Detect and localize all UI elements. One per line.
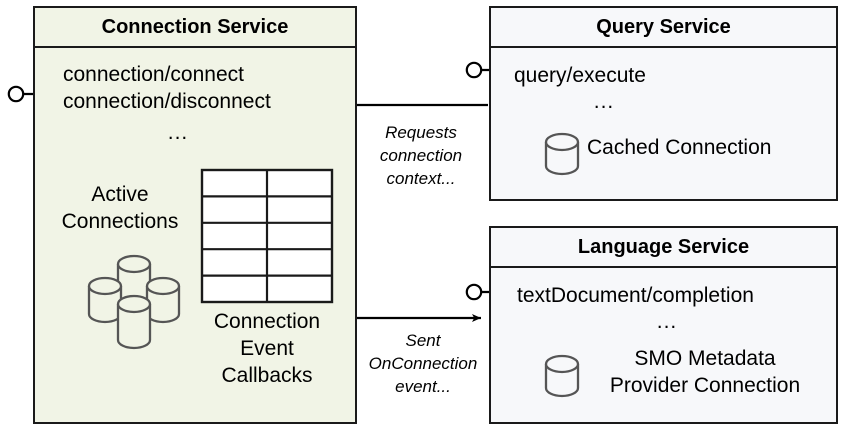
flow-label-bottom-line2: OnConnection (368, 353, 478, 373)
flow-label-top-line1: Requests (385, 123, 457, 142)
api-connection-disconnect: connection/disconnect (63, 90, 271, 114)
query-service-title: Query Service (491, 8, 836, 48)
store-label-line1: SMO Metadata (634, 347, 776, 370)
api-connection-connect: connection/connect (63, 63, 244, 86)
query-service-body: query/execute ... Cached Connection (491, 48, 836, 199)
connection-service-title: Connection Service (35, 8, 355, 48)
callbacks-label-line1: Connection (213, 310, 321, 333)
connection-event-callbacks-label: Connection Event Callbacks (187, 309, 347, 390)
smo-metadata-provider-connection-label: SMO Metadata Provider Connection (587, 346, 823, 400)
callback-table-icon (200, 168, 334, 304)
flow-label-top-line2: connection (379, 145, 463, 165)
component-query-service[interactable]: Query Service query/execute ... Cached C… (489, 6, 838, 201)
database-cylinder-icon (544, 132, 580, 176)
component-connection-service[interactable]: Connection Service connection/connect co… (33, 6, 357, 424)
language-service-api-list: textDocument/completion (517, 282, 754, 309)
query-service-api-list: query/execute (514, 62, 646, 89)
flow-label-top-line3: context... (386, 168, 456, 188)
callbacks-label-line3: Callbacks (221, 363, 313, 387)
language-service-api-ellipsis: ... (656, 310, 678, 333)
store-label-line2: Provider Connection (609, 373, 801, 397)
connection-service-api-list: connection/connect connection/disconnect (63, 61, 271, 116)
active-connections-label-line2: Connections (61, 209, 179, 233)
database-cylinder-stack-icon (87, 254, 181, 350)
component-language-service[interactable]: Language Service textDocument/completion… (489, 226, 838, 424)
api-query-execute: query/execute (514, 64, 646, 87)
language-service-title: Language Service (491, 228, 836, 268)
active-connections-label-line1: Active (91, 183, 149, 206)
flow-label-bottom-line3: event... (395, 376, 451, 396)
query-service-api-ellipsis: ... (593, 90, 615, 113)
flow-label-requests-connection-context: Requests connection context... (360, 122, 482, 191)
connection-service-api-ellipsis: ... (167, 121, 189, 144)
flow-label-sent-onconnection-event: Sent OnConnection event... (357, 330, 489, 399)
connection-service-body: connection/connect connection/disconnect… (35, 48, 355, 422)
flow-label-bottom-line1: Sent (405, 331, 441, 350)
api-textdocument-completion: textDocument/completion (517, 284, 754, 307)
active-connections-label: Active Connections (45, 182, 195, 236)
language-service-body: textDocument/completion ... SMO Metadata… (491, 268, 836, 422)
callbacks-label-line2: Event (240, 336, 294, 360)
cached-connection-label: Cached Connection (587, 136, 772, 159)
database-cylinder-icon (544, 354, 580, 398)
